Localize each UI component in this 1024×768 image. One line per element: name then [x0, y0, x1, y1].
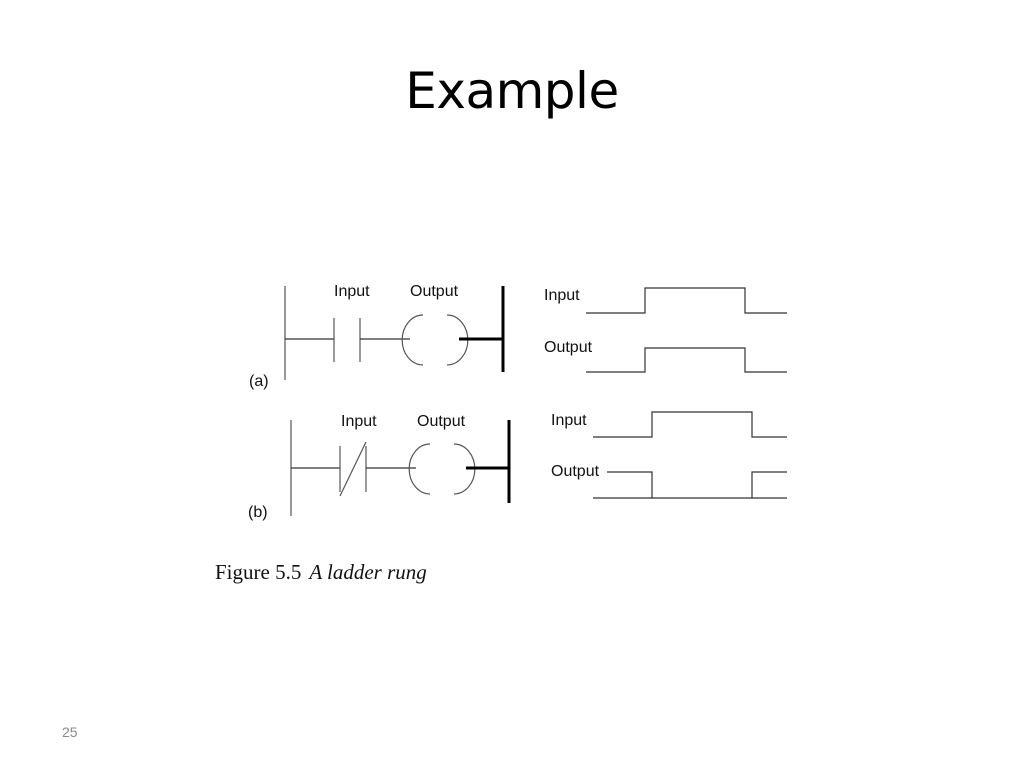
rung-a-contact-label: Input	[334, 283, 370, 300]
rung-a: Input Output (a)	[249, 283, 505, 390]
rung-a-tag: (a)	[249, 373, 269, 390]
rung-b-coil-label: Output	[417, 413, 466, 430]
timing-b-input-label: Input	[551, 412, 587, 429]
figure-caption-number: Figure 5.5	[215, 560, 302, 584]
figure-caption-text: A ladder rung	[309, 560, 427, 584]
timing-a-input-label: Input	[544, 287, 580, 304]
rung-b-coil-left-arc	[408, 443, 431, 495]
rung-b-contact-diagonal	[339, 441, 367, 497]
timing-b: Input Output	[551, 411, 787, 499]
ladder-figure: Input Output (a) Input Output (b)	[240, 270, 800, 530]
timing-a-input-waveform	[586, 287, 787, 314]
timing-b-output-label: Output	[551, 463, 600, 480]
timing-a-output-label: Output	[544, 339, 593, 356]
rung-a-coil-left-arc	[401, 314, 424, 366]
rung-b-tag: (b)	[248, 504, 268, 521]
page-number: 25	[62, 724, 78, 740]
rung-b-contact-label: Input	[341, 413, 377, 430]
slide-title: Example	[405, 62, 619, 120]
figure-caption: Figure 5.5 A ladder rung	[215, 560, 427, 585]
timing-b-output-waveform-high	[607, 471, 787, 499]
rung-a-coil-label: Output	[410, 283, 459, 300]
timing-a-output-waveform	[586, 347, 787, 373]
rung-b: Input Output (b)	[248, 413, 511, 521]
timing-a: Input Output	[544, 287, 787, 373]
ladder-diagram-svg: Input Output (a) Input Output (b)	[248, 283, 787, 521]
timing-b-input-waveform	[593, 411, 787, 438]
